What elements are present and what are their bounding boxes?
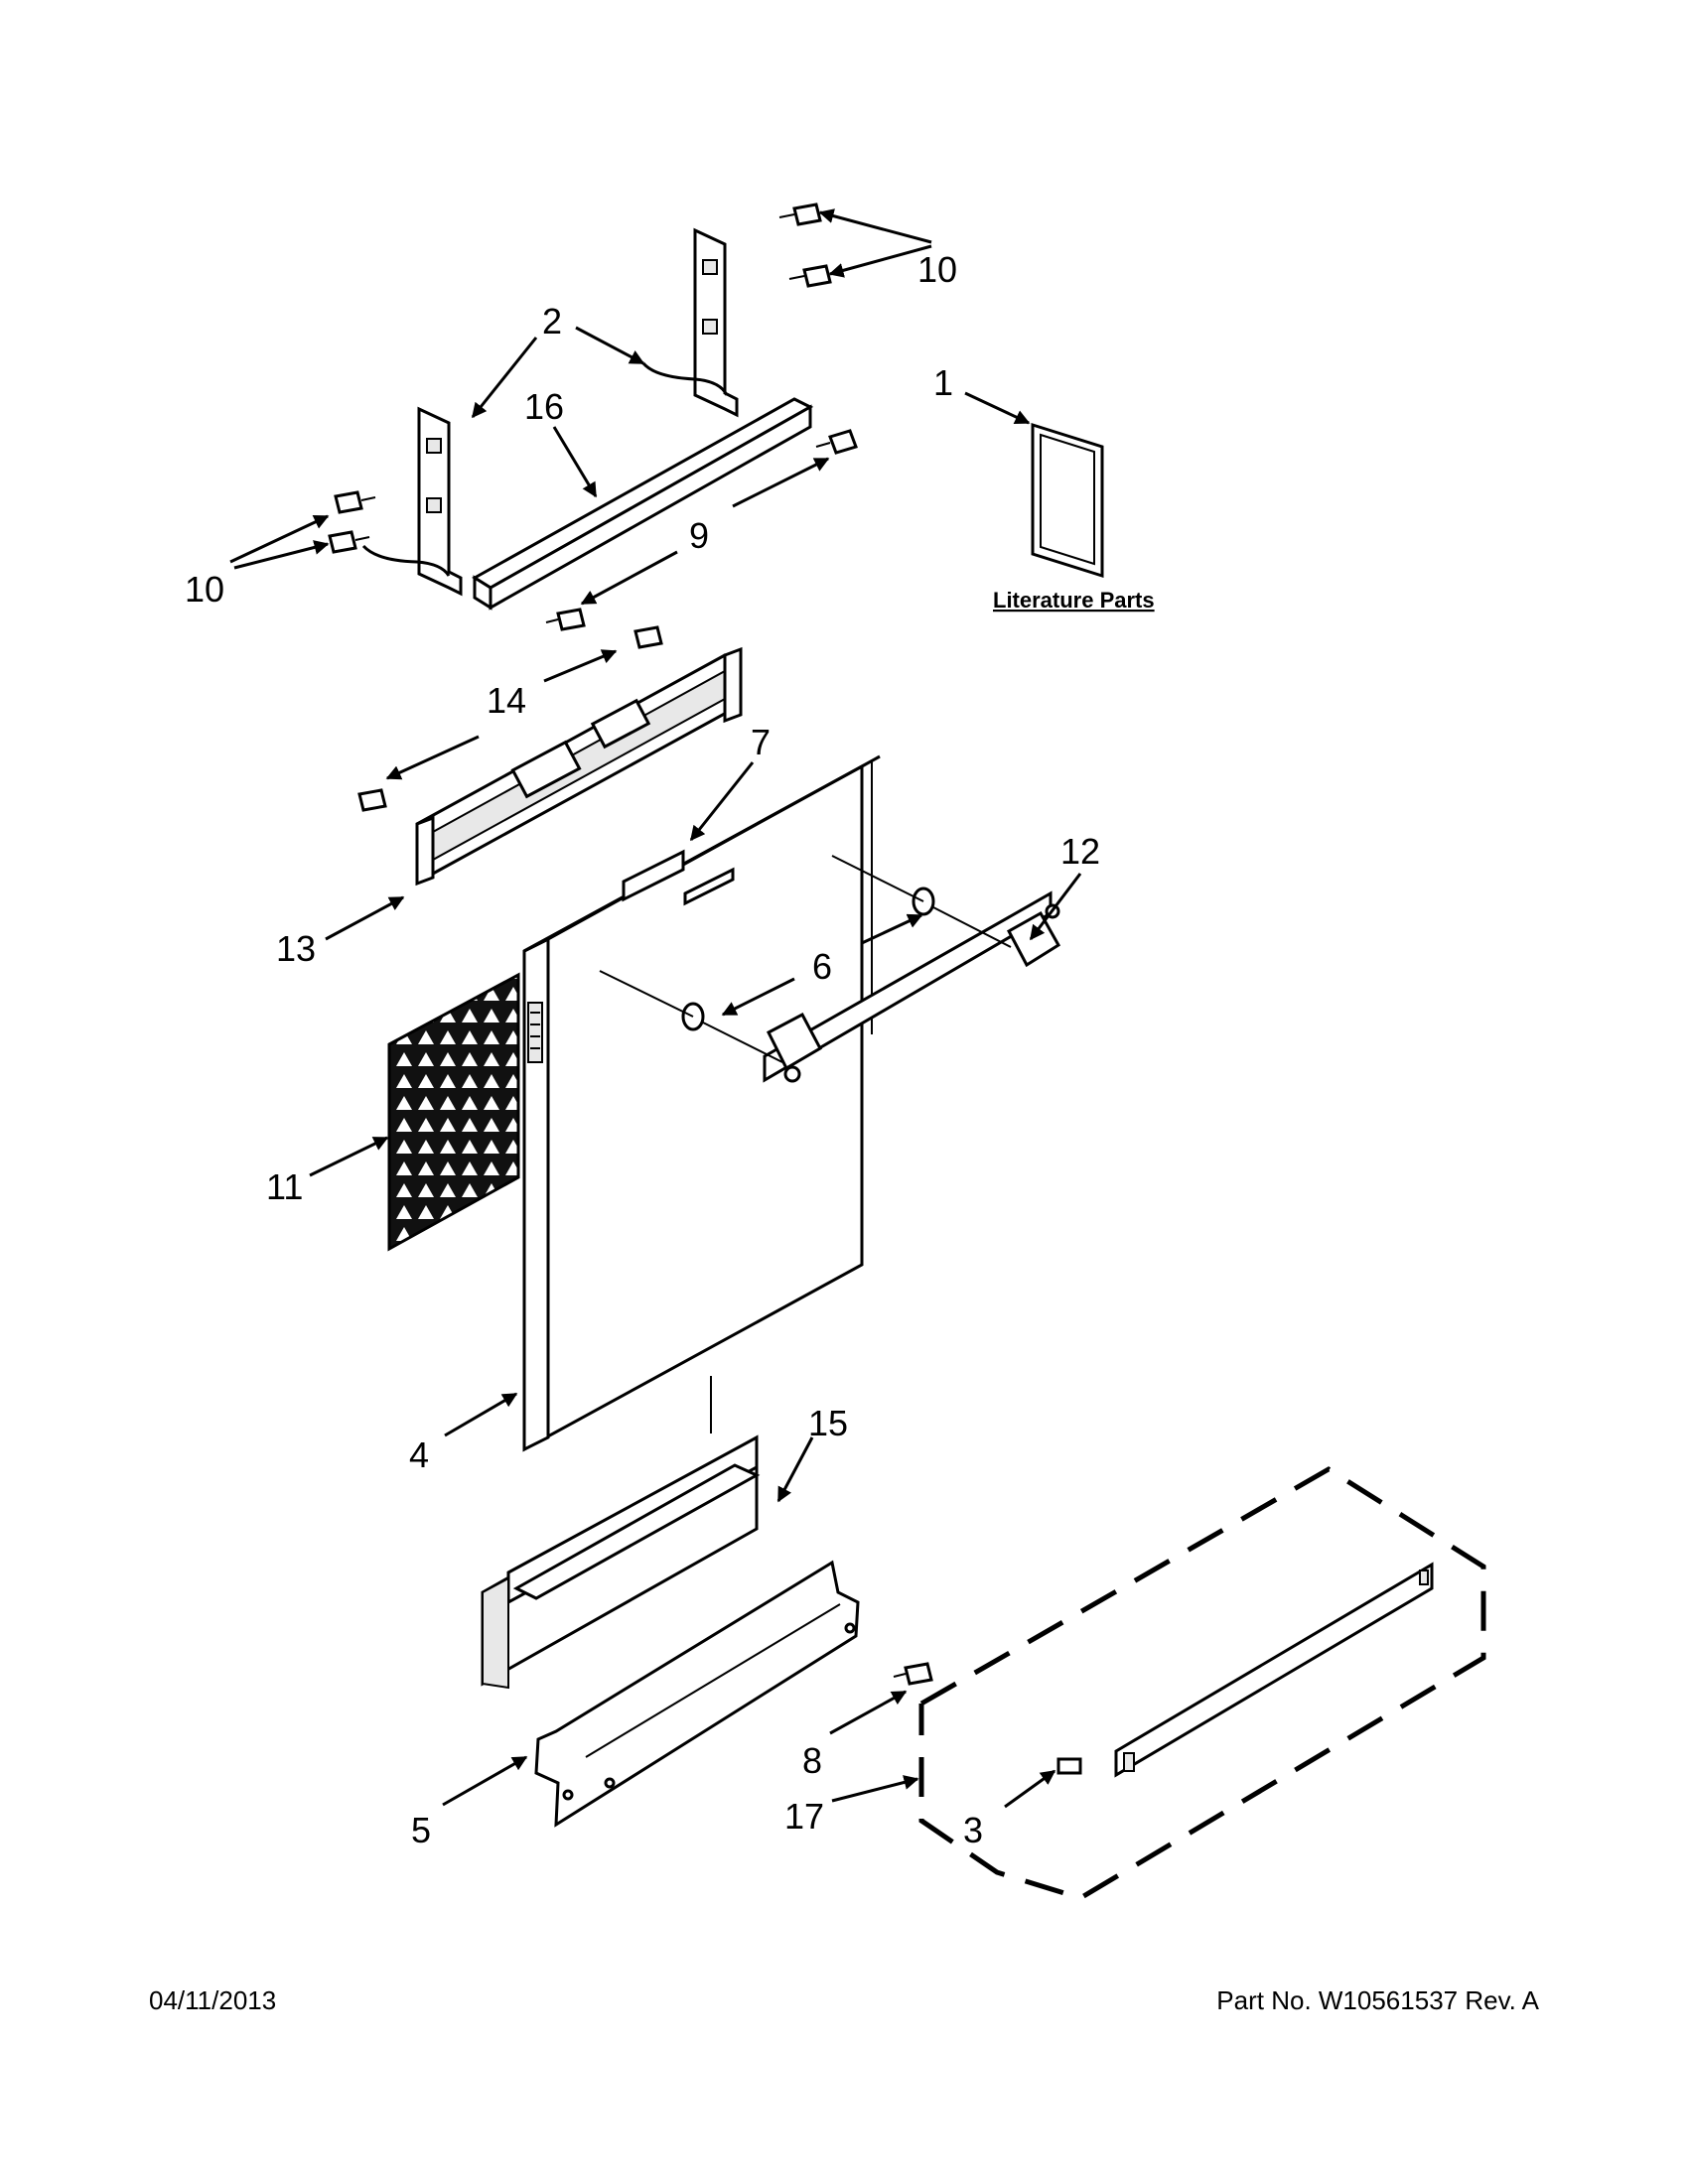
callout-10-left: 10 — [185, 569, 224, 610]
toe-panel-kit-outline — [918, 1466, 1486, 1901]
callout-16: 16 — [524, 386, 564, 427]
callout-6: 6 — [812, 946, 832, 987]
rail-screw-left — [545, 608, 586, 631]
hinge-bracket-left — [361, 406, 463, 597]
callout-3: 3 — [963, 1810, 983, 1850]
toe-panel-clip — [1056, 1757, 1082, 1775]
callout-9: 9 — [689, 515, 709, 556]
screw-right-top — [778, 203, 822, 226]
console-screw-left — [357, 788, 387, 812]
callout-7: 7 — [751, 722, 771, 762]
toe-panel — [1114, 1562, 1434, 1778]
callout-4: 4 — [409, 1434, 429, 1475]
screw-left-bottom — [328, 530, 370, 554]
badge — [622, 849, 735, 906]
callout-8: 8 — [802, 1740, 822, 1781]
callout-14: 14 — [487, 680, 526, 721]
door-panel — [522, 754, 881, 1452]
bracket-screw — [893, 1662, 933, 1686]
hinge-bracket-right — [641, 227, 739, 418]
kickplate-bracket — [534, 1560, 860, 1828]
screw-right-bottom — [788, 264, 832, 288]
callout-10-top: 10 — [917, 249, 957, 290]
footer-part-number: Part No. W10561537 Rev. A — [1216, 1985, 1539, 2015]
literature-parts-label: Literature Parts — [993, 588, 1155, 613]
callout-17: 17 — [784, 1796, 824, 1837]
insulation-block — [481, 1376, 761, 1690]
literature-booklet — [1031, 422, 1104, 579]
callout-2: 2 — [542, 301, 562, 341]
mounting-rail — [472, 397, 814, 611]
control-console — [415, 646, 743, 887]
callout-15: 15 — [808, 1403, 848, 1443]
leader-arrows — [229, 208, 1082, 1809]
mesh-panel — [387, 972, 520, 1252]
callout-11: 11 — [266, 1166, 303, 1207]
callout-5: 5 — [411, 1810, 431, 1850]
footer-date: 04/11/2013 — [149, 1985, 277, 2015]
handle-mount-left — [599, 970, 783, 1063]
screw-left-top — [334, 490, 376, 514]
callout-13: 13 — [276, 928, 316, 969]
handle-mount-right — [831, 855, 1012, 948]
callout-12: 12 — [1060, 831, 1100, 872]
console-screw-right — [633, 625, 663, 649]
rail-screw-right — [815, 429, 858, 455]
callout-1: 1 — [933, 362, 953, 403]
